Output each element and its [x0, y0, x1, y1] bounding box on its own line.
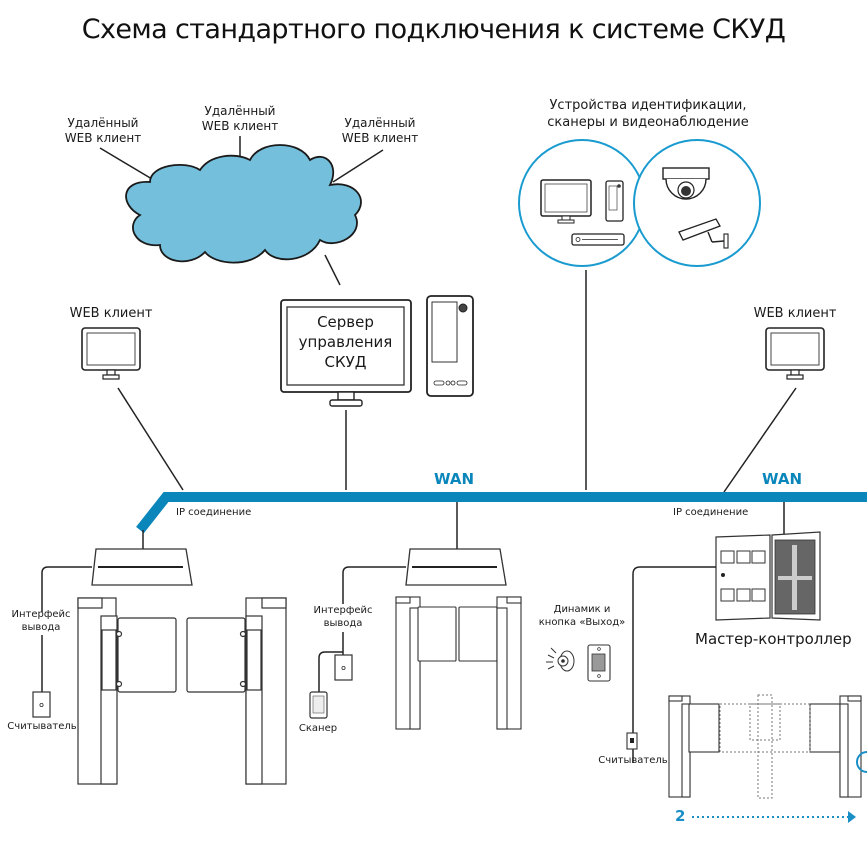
left-router-icon [91, 548, 193, 586]
remote-client-2-line1: Удалённый [204, 104, 276, 118]
wan-label-2: WAN [762, 470, 803, 488]
connector-line [41, 566, 92, 612]
middle-turnstile-icon [395, 596, 522, 730]
ip-connection-label-left: IP соединение [176, 507, 252, 518]
web-client-left-label: WEB клиент [69, 306, 153, 321]
remote-client-2-line2: WEB клиент [201, 119, 279, 133]
remote-web-client-label-1: Удалённый WEB клиент [58, 116, 148, 146]
scanner-label: Сканер [298, 723, 338, 734]
diagram-title: Схема стандартного подключения к системе… [81, 14, 786, 45]
video-surveillance-icon [633, 139, 761, 267]
middle-interface-line2: вывода [323, 618, 363, 629]
left-turnstile-icon [77, 597, 287, 785]
swing-gate-ghost-icon [719, 694, 811, 799]
speaker-line2: кнопка «Выход» [538, 617, 626, 628]
server-line2: управления [298, 333, 393, 351]
speaker-line1: Динамик и [553, 604, 611, 615]
connector-line [342, 566, 406, 604]
remote-client-3-line2: WEB клиент [341, 131, 419, 145]
connector-line [99, 147, 158, 183]
right-card-reader-icon [626, 732, 638, 750]
left-card-reader-icon [32, 691, 51, 718]
speaker-icon [546, 647, 575, 672]
devices-group-label: Устройства идентификации, сканеры и виде… [528, 97, 768, 131]
wan-line [136, 492, 867, 534]
master-controller-icon [715, 531, 821, 621]
speaker-exit-label: Динамик и кнопка «Выход» [530, 603, 634, 629]
left-interface-line1: Интерфейс [11, 609, 71, 620]
remote-client-1-line1: Удалённый [67, 116, 139, 130]
web-client-right-label: WEB клиент [753, 306, 837, 321]
server-tower-pc-icon [426, 295, 474, 397]
connector-line [332, 149, 384, 183]
direction-arrow-icon [692, 811, 856, 823]
right-turnstile-icon [668, 695, 862, 798]
server-line3: СКУД [324, 353, 367, 371]
middle-router-icon [405, 548, 507, 586]
devices-group-line1: Устройства идентификации, [549, 98, 747, 113]
left-interface-label: Интерфейс вывода [6, 608, 76, 634]
server-label: Сервер управления СКУД [287, 312, 404, 372]
cloud-icon [125, 144, 362, 264]
devices-group-line2: сканеры и видеонаблюдение [547, 115, 749, 130]
wan-label-1: WAN [434, 470, 475, 488]
exit-button-icon [587, 644, 611, 682]
remote-web-client-label-2: Удалённый WEB клиент [195, 104, 285, 134]
left-reader-label: Считыватель [7, 721, 77, 732]
middle-interface-line1: Интерфейс [313, 605, 373, 616]
web-client-left-monitor-icon [81, 327, 141, 380]
remote-web-client-label-3: Удалённый WEB клиент [335, 116, 425, 146]
identification-devices-icon [518, 139, 646, 267]
server-line1: Сервер [317, 313, 374, 331]
connector-line [318, 651, 343, 692]
ip-connection-label-right: IP соединение [673, 507, 749, 518]
server-monitor-icon [280, 299, 412, 407]
connector-line [632, 566, 716, 763]
middle-interface-label: Интерфейс вывода [306, 604, 380, 630]
scanner-keypad-icon [309, 691, 328, 719]
left-interface-line2: вывода [21, 622, 61, 633]
step-number: 2 [675, 807, 686, 825]
remote-client-3-line1: Удалённый [344, 116, 416, 130]
remote-client-1-line2: WEB клиент [64, 131, 142, 145]
master-controller-label: Мастер-контроллер [695, 630, 852, 648]
web-client-right-monitor-icon [765, 327, 825, 380]
partial-step-circle-icon [856, 751, 867, 773]
connector-line [723, 387, 797, 493]
connector-line [117, 387, 184, 491]
right-reader-label: Считыватель [598, 755, 668, 766]
middle-card-reader-icon [334, 654, 353, 681]
connector-line [324, 254, 341, 286]
